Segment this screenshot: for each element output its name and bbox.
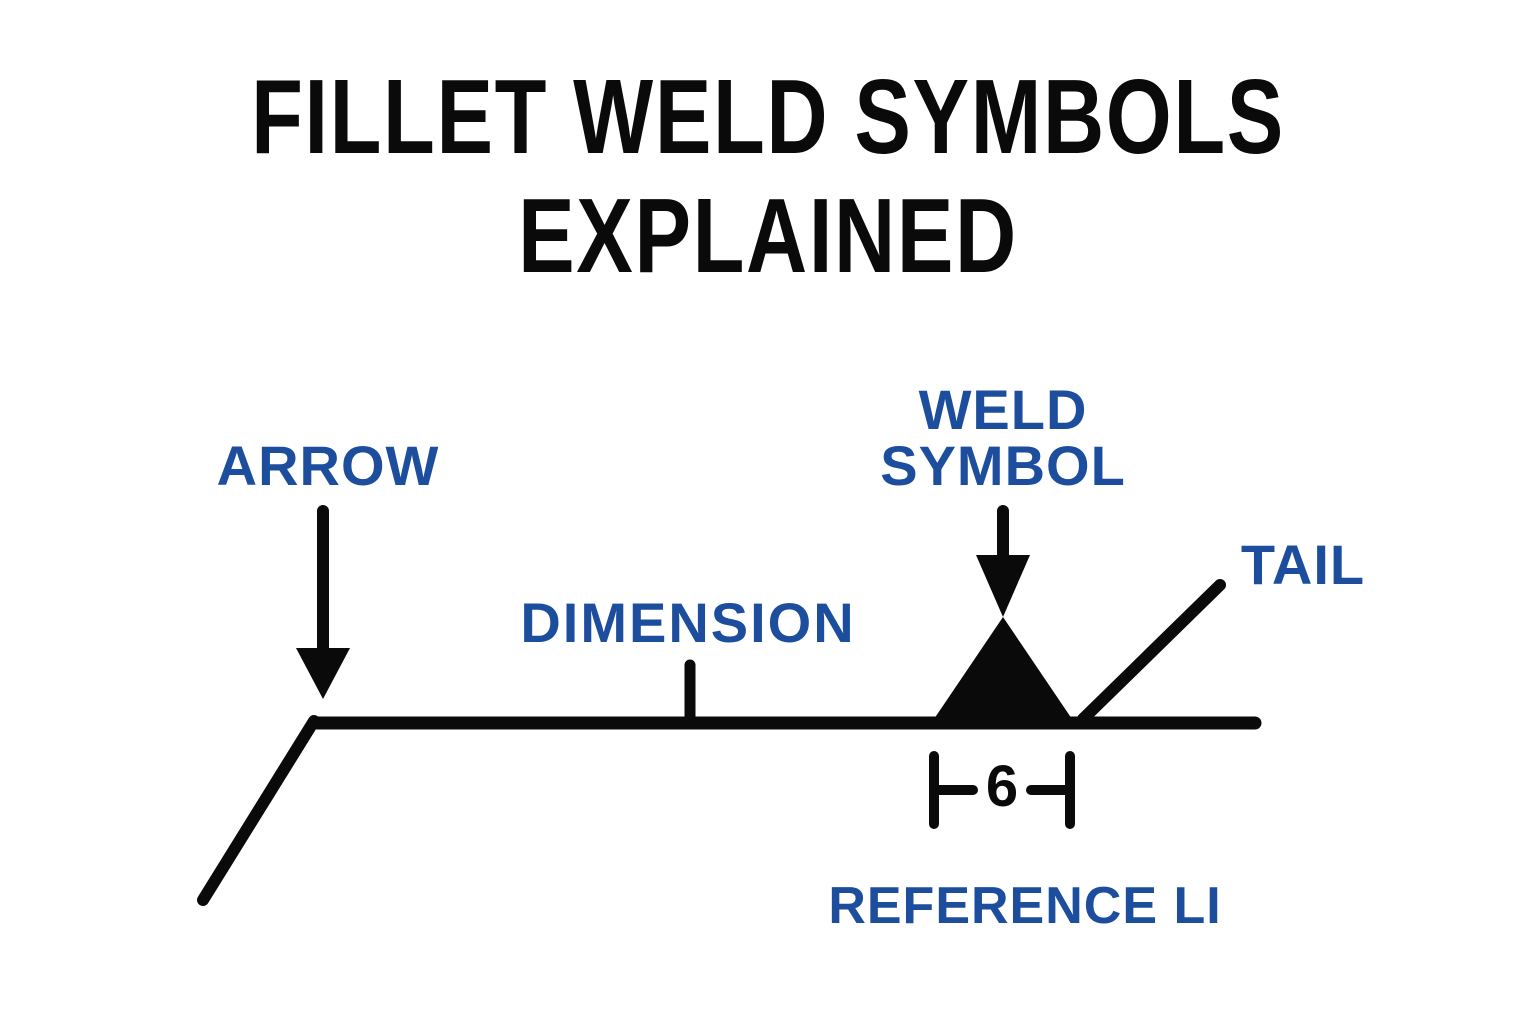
fillet-weld-triangle-icon	[932, 617, 1074, 722]
tail-label: TAIL	[1240, 533, 1366, 596]
reference-line-label: REFERENCE LI	[828, 877, 1222, 935]
page-title: FILLET WELD SYMBOLS EXPLAINED	[0, 58, 1536, 295]
dimension-value: 6	[985, 754, 1019, 819]
weld-symbol-label-line-2: SYMBOL	[880, 434, 1126, 497]
weld-symbol-label-line-1: WELD	[918, 378, 1088, 441]
dimension-extent-marker	[929, 751, 1075, 829]
arrow-line	[197, 715, 320, 906]
weld-symbol-pointer-head-icon	[976, 555, 1030, 617]
title-line-1: FILLET WELD SYMBOLS	[251, 58, 1285, 176]
weld-symbol-label: WELD SYMBOL	[880, 382, 1126, 494]
title-line-2: EXPLAINED	[518, 176, 1018, 295]
arrow-label: ARROW	[216, 434, 440, 497]
arrow-pointer-head-icon	[296, 648, 350, 699]
dimension-label: DIMENSION	[520, 591, 856, 654]
tail-line	[1077, 579, 1226, 725]
